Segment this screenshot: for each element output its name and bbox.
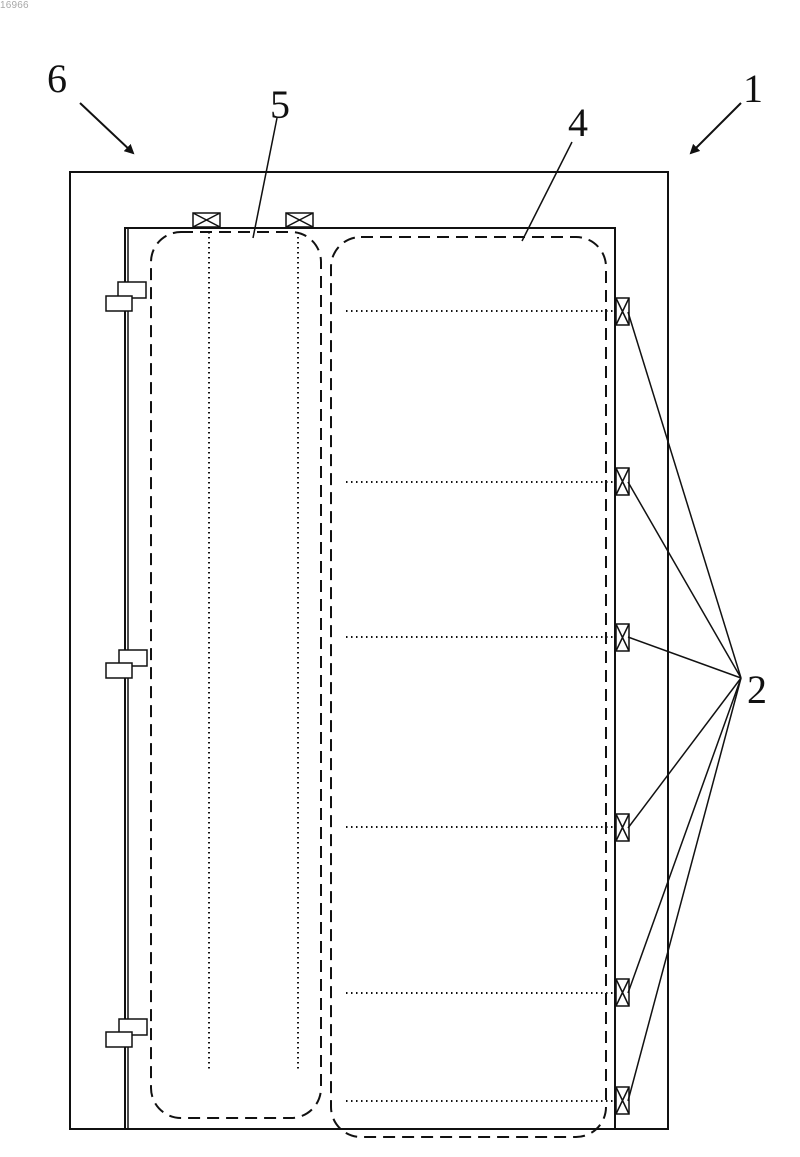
- right-connector-2: [616, 468, 629, 495]
- outer-frame: [70, 172, 668, 1129]
- reference-numeral-1: 1: [743, 66, 763, 111]
- region-5-dashed-outline: [151, 232, 321, 1118]
- right-connector-5: [616, 979, 629, 1006]
- reference-numeral-5: 5: [270, 82, 290, 127]
- leader-line-4: [522, 142, 572, 241]
- hinge-middle: [106, 650, 147, 678]
- arrow-6: [80, 103, 133, 153]
- leader-line-5: [253, 118, 277, 238]
- hinge-top: [106, 282, 146, 311]
- arrow-1: [691, 103, 741, 153]
- right-connector-4: [616, 814, 629, 841]
- right-connector-3: [616, 624, 629, 651]
- region-4-dashed-outline: [331, 237, 606, 1137]
- right-connector-6: [616, 1087, 629, 1114]
- hinge-bottom: [106, 1019, 147, 1047]
- reference-numeral-2: 2: [747, 667, 767, 712]
- reference-numeral-4: 4: [568, 100, 588, 145]
- top-connector-1: [193, 213, 220, 227]
- reference-numeral-6: 6: [47, 56, 67, 101]
- leader-lines-2: [628, 312, 741, 1101]
- top-connector-2: [286, 213, 313, 227]
- right-connector-1: [616, 298, 629, 325]
